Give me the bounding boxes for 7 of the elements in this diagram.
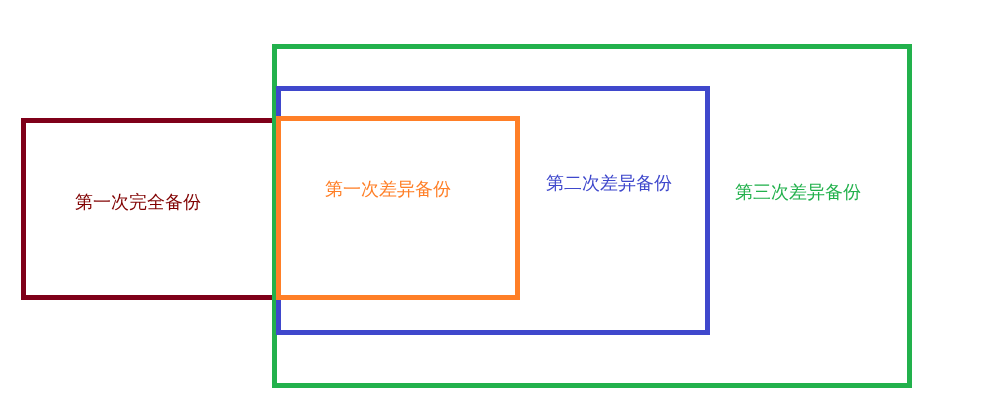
region-label: 第二次差异备份 [546,173,672,193]
region-frame [276,86,710,335]
region-label: 第一次差异备份 [325,179,451,199]
region-frame [276,116,520,300]
region-label: 第三次差异备份 [735,182,861,202]
region-frame [272,44,912,388]
region-label: 第一次完全备份 [75,192,201,212]
